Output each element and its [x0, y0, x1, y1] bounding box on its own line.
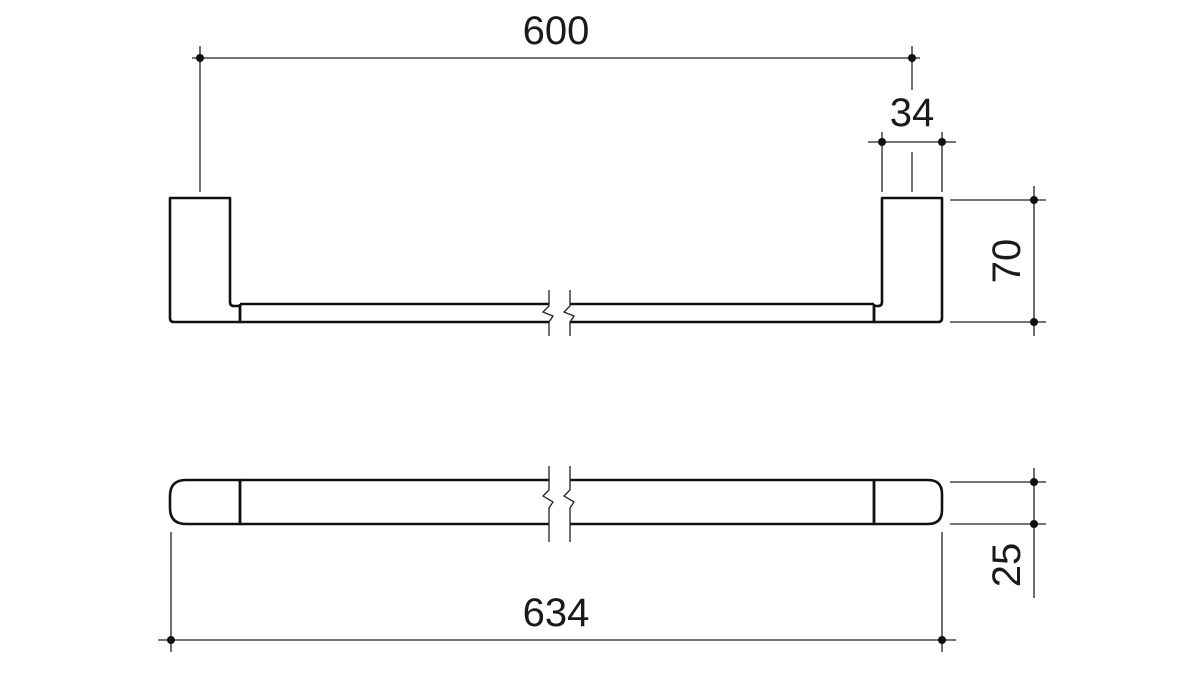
bar-left-segment: [238, 302, 549, 324]
break-line-right: [562, 290, 575, 336]
dimension-label-634: 634: [523, 591, 590, 635]
dimension-600: 600: [192, 9, 920, 192]
dimension-label-70: 70: [985, 239, 1029, 284]
right-end-cap: [872, 478, 944, 526]
left-end-cap: [168, 478, 242, 526]
right-bracket: [872, 196, 944, 324]
plan-break-line-left: [541, 466, 554, 542]
plan-bar-left-segment: [240, 478, 549, 526]
plan-bar-right-segment: [570, 478, 874, 526]
dimension-label-25: 25: [985, 543, 1029, 588]
plan-view: [168, 466, 944, 542]
dimension-70: 70: [950, 186, 1046, 336]
side-elevation-view: [168, 196, 944, 336]
break-line-left: [541, 290, 554, 336]
dimension-634: 634: [158, 532, 956, 652]
dimension-label-34: 34: [890, 91, 935, 135]
plan-break-line-right: [562, 466, 575, 542]
bar-right-segment: [570, 302, 876, 324]
dimension-label-600: 600: [523, 9, 590, 53]
dimension-25: 25: [950, 468, 1046, 598]
left-bracket: [168, 196, 242, 324]
dimension-34: 34: [868, 91, 956, 192]
